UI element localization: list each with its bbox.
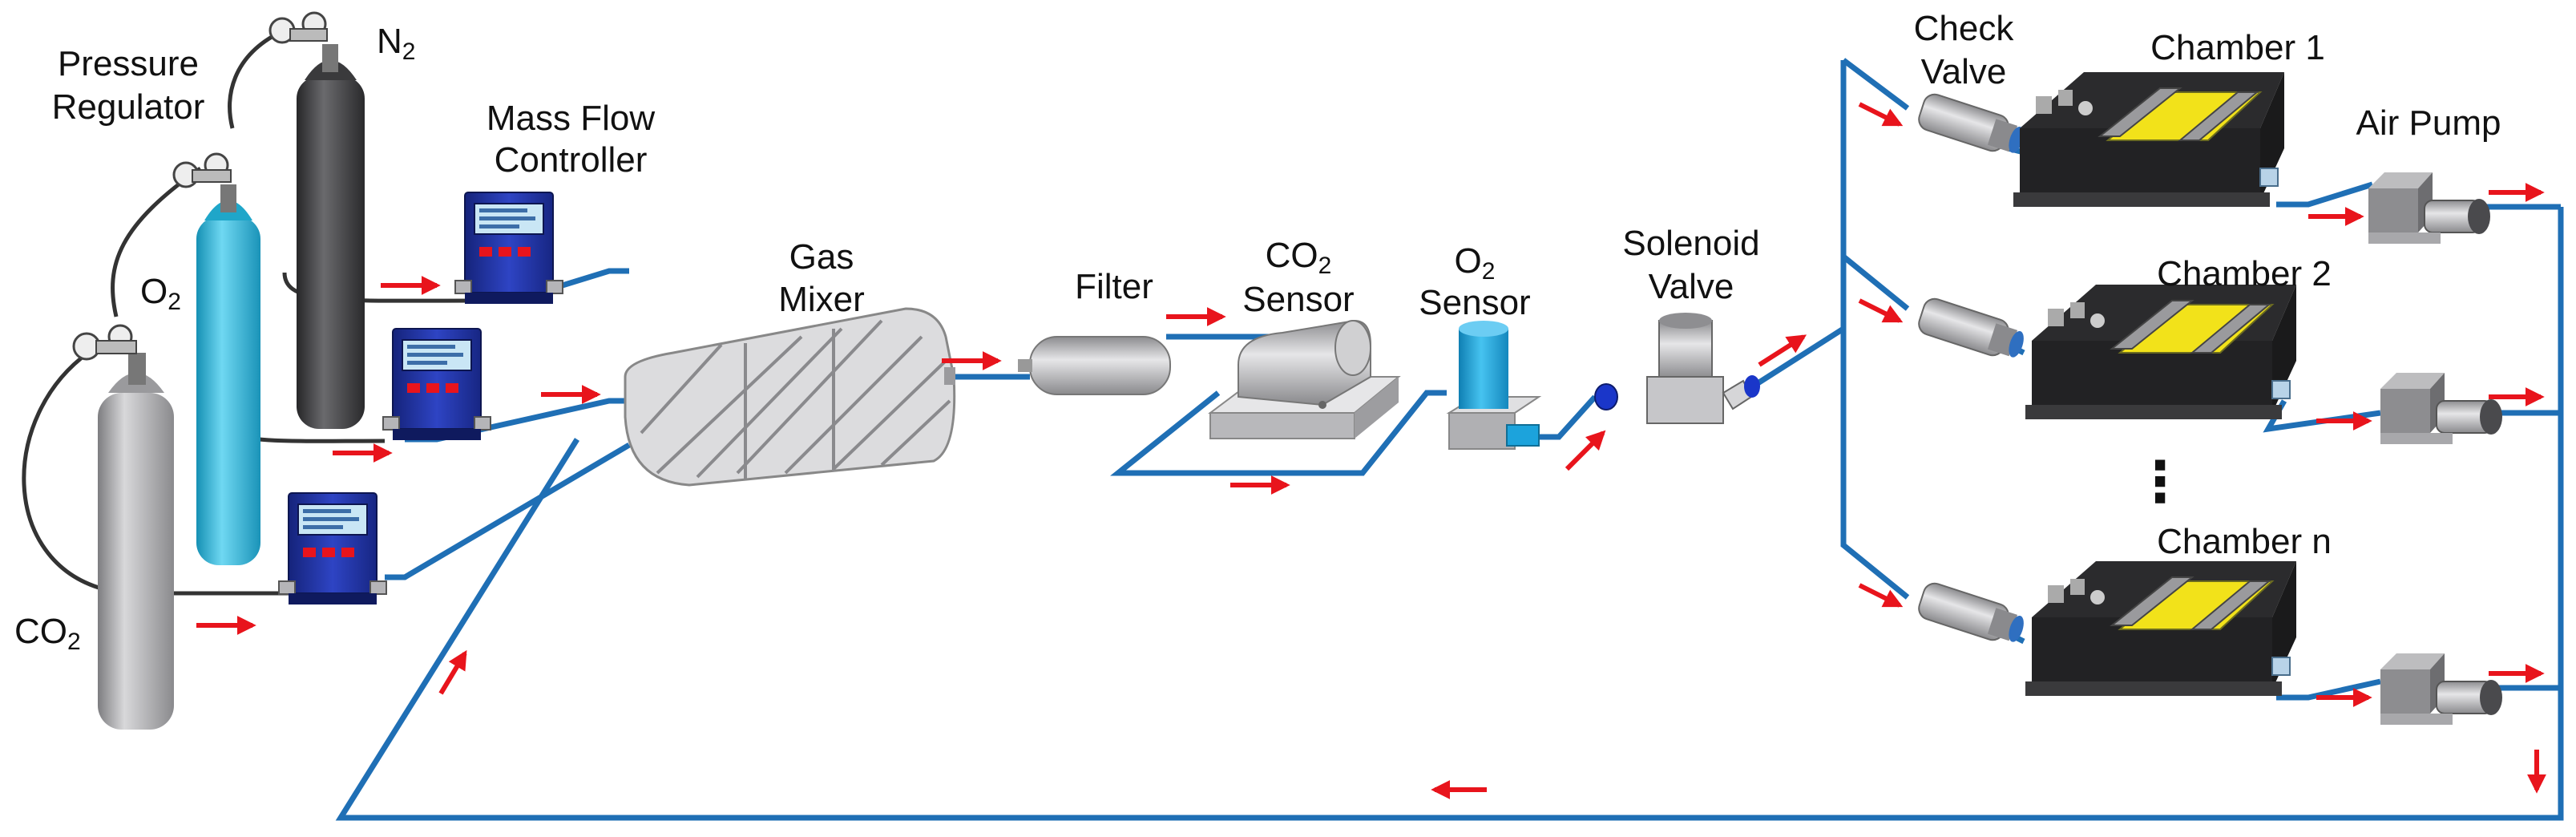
label-check-1: Check xyxy=(1914,9,2015,48)
label-mfc-1: Mass Flow xyxy=(487,99,655,138)
check-valves xyxy=(1915,91,2029,649)
air-pump-n xyxy=(2380,653,2503,726)
flow-arrow xyxy=(1565,430,1606,471)
chamber-2-device xyxy=(2025,284,2297,420)
co2-cylinder xyxy=(98,393,174,730)
labels: Pressure Regulator N2 O2 CO2 Mass Flow C… xyxy=(14,9,2501,655)
flow-arrows xyxy=(196,102,2546,799)
label-check-2: Valve xyxy=(1921,52,2007,91)
label-mfc-2: Controller xyxy=(495,140,648,180)
check-valve-2 xyxy=(1915,295,2029,365)
label-ellipsis: ⋮ xyxy=(2132,449,2188,515)
flow-arrow xyxy=(1858,298,1904,323)
check-valve-1 xyxy=(1915,91,2029,160)
air-pump-1 xyxy=(2368,172,2491,245)
gas-cylinders xyxy=(22,11,482,730)
label-n2: N2 xyxy=(377,22,415,65)
chamber-1-device xyxy=(2013,71,2285,208)
mfc-n2 xyxy=(454,192,563,305)
o2-cylinder xyxy=(196,216,260,565)
mfc-o2 xyxy=(382,328,491,441)
o2-sensor xyxy=(1446,321,1542,450)
label-o2-sensor-2: Sensor xyxy=(1419,283,1530,322)
solenoid-valve xyxy=(1594,313,1760,424)
label-co2-sensor-2: Sensor xyxy=(1242,280,1354,319)
label-o2: O2 xyxy=(140,272,181,315)
check-valve-n xyxy=(1915,580,2029,649)
label-air-pump: Air Pump xyxy=(2356,103,2501,143)
label-chamber-2: Chamber 2 xyxy=(2157,254,2332,293)
label-filter: Filter xyxy=(1075,267,1153,306)
mfc-co2 xyxy=(278,492,387,605)
air-pump-2 xyxy=(2380,372,2503,445)
flow-arrow xyxy=(1858,102,1904,127)
flow-arrow xyxy=(1858,583,1904,608)
flow-arrow xyxy=(1758,334,1807,367)
flow-arrow xyxy=(438,649,467,695)
label-gas-1: Gas xyxy=(789,237,854,277)
chambers xyxy=(2013,71,2297,697)
label-chamber-1: Chamber 1 xyxy=(2150,28,2325,67)
gas-mixer xyxy=(624,307,956,487)
label-gas-2: Mixer xyxy=(778,280,865,319)
chamber-n-device xyxy=(2025,560,2297,697)
co2-sensor xyxy=(1208,319,1401,439)
label-pressure-2: Regulator xyxy=(52,87,205,127)
label-chamber-n: Chamber n xyxy=(2157,522,2332,561)
label-solenoid-2: Valve xyxy=(1649,267,1734,306)
filter xyxy=(1018,336,1171,395)
label-co2-sensor-1: CO2 xyxy=(1266,236,1332,279)
air-pumps xyxy=(2368,172,2503,726)
label-pressure-1: Pressure xyxy=(58,44,199,83)
label-solenoid-1: Solenoid xyxy=(1622,224,1759,263)
label-o2-sensor-1: O2 xyxy=(1455,241,1496,285)
label-co2: CO2 xyxy=(14,612,81,655)
n2-cylinder xyxy=(297,76,365,429)
